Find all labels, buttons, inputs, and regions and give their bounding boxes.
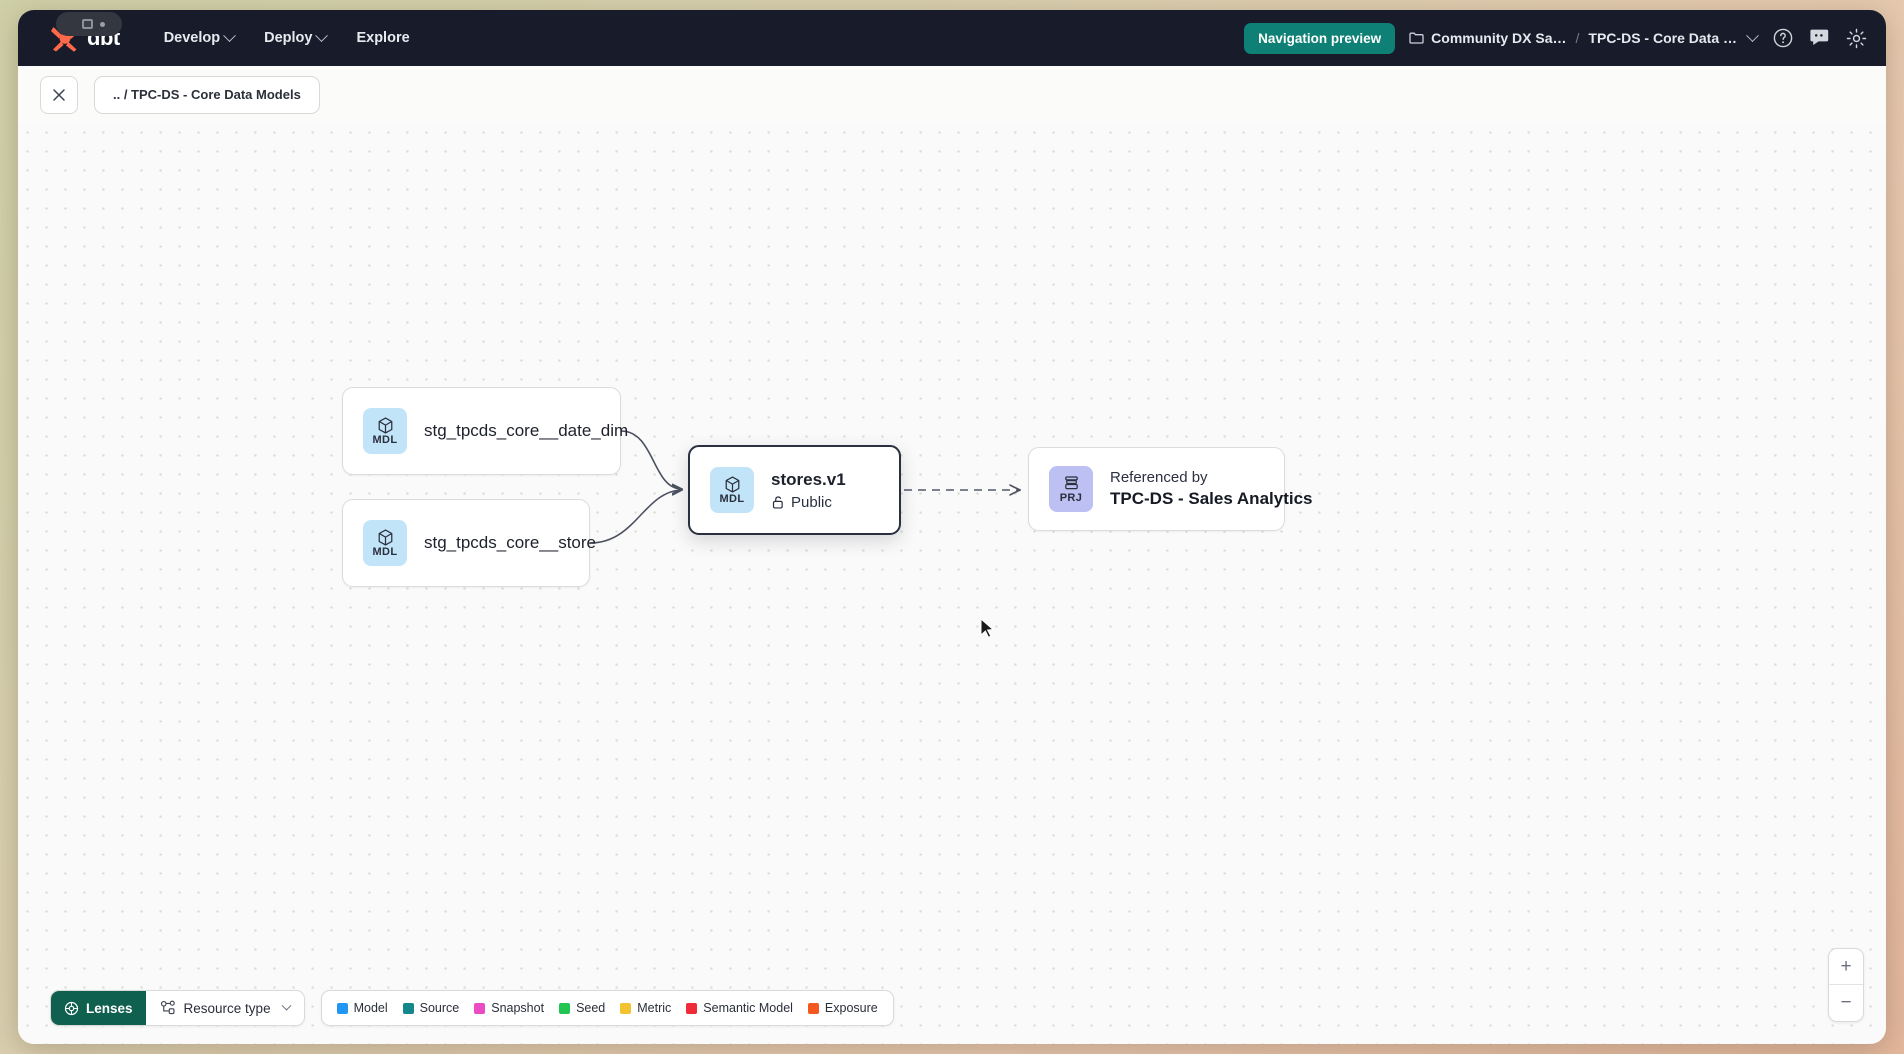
node-label: stg_tpcds_core__date_dim [424,421,629,440]
breadcrumb-separator: / [1575,30,1580,46]
lineage-node-stores-v1[interactable]: MDL stores.v1 Public [688,445,901,535]
lineage-canvas[interactable]: MDL stg_tpcds_core__date_dim MDL stg_tpc… [18,123,1886,1044]
cube-icon [376,528,395,547]
legend-swatch [402,1002,414,1014]
help-circle-icon[interactable] [1771,27,1794,50]
node-text-group: stores.v1 Public [771,469,846,510]
node-label: stg_tpcds_core__store [424,533,596,552]
chevron-down-icon [315,28,329,42]
legend-swatch [336,1002,348,1014]
legend-label: Snapshot [491,1001,545,1015]
navigation-preview-button[interactable]: Navigation preview [1244,22,1396,54]
sensor-dot-icon [100,22,105,27]
nodes-icon [160,1000,176,1016]
project-badge: PRJ [1049,466,1093,512]
node-title: stores.v1 [771,470,846,490]
project-stack-icon [1062,474,1081,493]
model-badge: MDL [710,467,754,513]
legend-swatch [686,1002,698,1014]
chevron-down-icon [1746,28,1759,42]
legend-label: Semantic Model [703,1001,793,1015]
nav-item-deploy-label: Deploy [264,30,313,46]
lenses-label: Lenses [86,1000,133,1016]
legend-label: Source [419,1001,460,1015]
legend-item-semantic-model: Semantic Model [686,1001,793,1015]
node-access-label: Public [791,493,832,511]
resource-type-legend: Model Source Snapshot Seed Metric Semant… [320,990,894,1026]
resource-type-dropdown[interactable]: Resource type [145,991,304,1025]
model-badge: MDL [363,408,407,454]
node-text-group: Referenced by TPC-DS - Sales Analytics [1110,468,1313,510]
legend-label: Exposure [824,1001,878,1015]
chevron-down-icon [281,1000,292,1011]
breadcrumb-account-label: Community DX Sa… [1431,30,1567,46]
legend-label: Seed [576,1001,606,1015]
breadcrumb: Community DX Sa… / TPC-DS - Core Data … [1409,28,1759,46]
legend-swatch [620,1002,632,1014]
settings-gear-icon[interactable] [1845,27,1868,50]
device-notch [56,12,122,36]
lenses-button[interactable]: Lenses [51,991,146,1025]
cube-icon [376,416,395,435]
lineage-node-stg-store[interactable]: MDL stg_tpcds_core__store [342,499,596,587]
node-kicker: Referenced by [1110,469,1208,487]
resource-type-label: Resource type [183,1000,271,1016]
top-navigation-bar: dbt Develop Deploy Explore Navigation pr… [18,10,1886,66]
nav-item-develop[interactable]: Develop [162,24,236,52]
badge-label: PRJ [1059,492,1083,504]
legend-label: Metric [637,1001,672,1015]
legend-item-metric: Metric [620,1001,671,1015]
lenses-group: Lenses Resource type [50,990,305,1026]
zoom-in-button[interactable]: + [1829,949,1863,985]
breadcrumb-project[interactable]: TPC-DS - Core Data … [1588,28,1759,46]
camera-icon [82,19,93,29]
legend-item-seed: Seed [559,1001,605,1015]
legend-item-source: Source [402,1001,460,1015]
nav-item-explore-label: Explore [356,30,410,46]
chevron-down-icon [223,28,236,42]
close-lineage-button[interactable] [40,75,78,114]
folder-icon [1409,31,1424,45]
badge-label: MDL [372,434,398,446]
nav-right-group: Navigation preview Community DX Sa… / TP… [1244,22,1868,54]
zoom-out-button[interactable]: − [1840,992,1852,1013]
primary-nav: Develop Deploy Explore [162,24,412,52]
nav-item-deploy[interactable]: Deploy [262,24,329,52]
legend-label: Model [353,1001,388,1015]
nav-item-explore[interactable]: Explore [354,24,411,52]
lens-icon [64,1001,79,1016]
lineage-toolbar: .. / TPC-DS - Core Data Models [18,66,1886,123]
edge-date-dim-to-stores [620,430,682,489]
feedback-chat-icon[interactable] [1808,27,1831,50]
cube-icon [723,475,742,494]
unlock-icon [771,495,785,510]
lineage-node-stg-date-dim[interactable]: MDL stg_tpcds_core__date_dim [342,387,628,475]
legend-item-model: Model [336,1001,388,1015]
zoom-controls: + − [1828,948,1864,1022]
breadcrumb-account[interactable]: Community DX Sa… [1409,30,1567,46]
badge-label: MDL [372,546,398,558]
legend-item-exposure: Exposure [807,1001,878,1015]
edge-store-to-stores [589,490,682,544]
node-access-group: Public [771,494,846,511]
app-window: dbt Develop Deploy Explore Navigation pr… [18,10,1886,1044]
nav-item-develop-label: Develop [163,30,221,46]
legend-swatch [474,1002,486,1014]
legend-item-snapshot: Snapshot [474,1001,544,1015]
model-badge: MDL [363,520,407,566]
close-x-icon [51,87,67,103]
node-title: TPC-DS - Sales Analytics [1110,488,1313,508]
badge-label: MDL [719,493,745,505]
legend-swatch [807,1002,819,1014]
breadcrumb-project-label: TPC-DS - Core Data … [1588,30,1737,46]
lineage-bottom-bar: Lenses Resource type Model [50,990,894,1026]
lineage-edges [589,430,1886,544]
legend-swatch [559,1002,571,1014]
lineage-node-exposure-project[interactable]: PRJ Referenced by TPC-DS - Sales Analyti… [1028,447,1313,531]
breadcrumb-pill[interactable]: .. / TPC-DS - Core Data Models [94,75,320,114]
